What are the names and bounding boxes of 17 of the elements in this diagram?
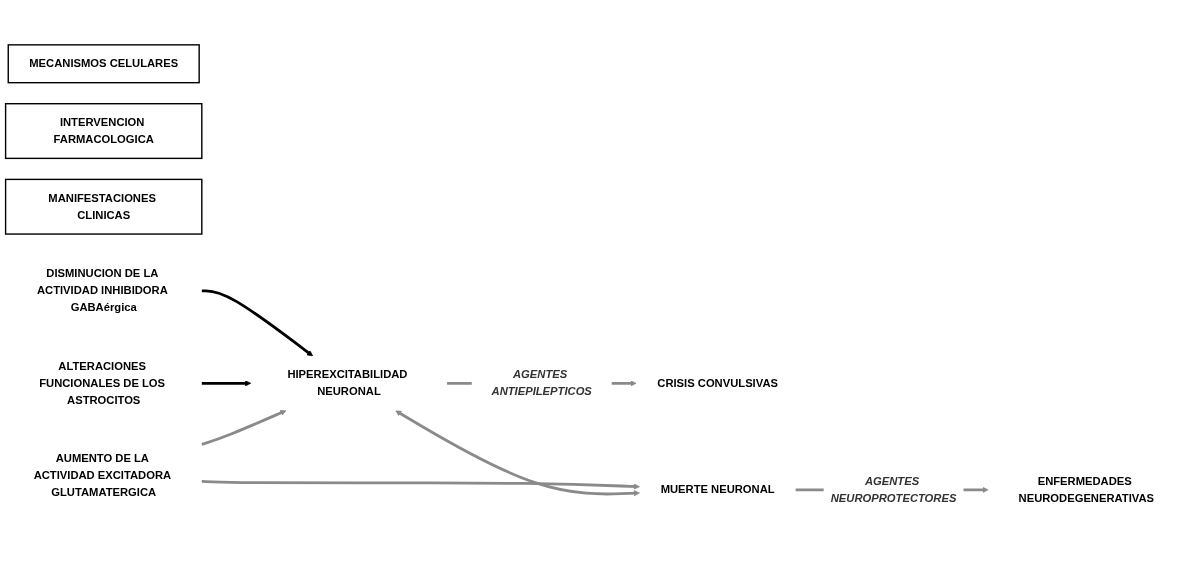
node-box: MANIFESTACIONES CLINICAS <box>4 178 203 235</box>
edge-label: AGENTES NEUROPROTECTORES <box>830 475 957 504</box>
arrow <box>201 410 287 446</box>
arrow <box>395 410 640 497</box>
edge-label: AGENTES ANTIEPILEPTICOS <box>491 368 592 398</box>
node-box: INTERVENCION FARMACOLOGICA <box>4 103 203 160</box>
node-text: MUERTE NEURONAL <box>660 483 775 496</box>
node-text: ENFERMEDADES NEURODEGENERATIVAS <box>1018 475 1154 504</box>
arrow <box>201 289 313 357</box>
node-text: AUMENTO DE LA ACTIVIDAD EXCITADORA GLUTAMATERGICA <box>33 452 171 499</box>
node-text: CRISIS CONVULSIVAS <box>657 377 778 389</box>
node-text: HIPEREXCITABILIDAD NEURONAL <box>287 368 408 398</box>
node-box: MECANISMOS CELULARES <box>7 44 200 84</box>
node-text: ALTERACIONES FUNCIONALES DE LOS ASTROCITOS <box>39 360 166 406</box>
arrow <box>201 480 640 490</box>
node-text: DISMINUCION DE LA ACTIVIDAD INHIBIDORA GABAérgica <box>36 267 168 314</box>
arrow <box>201 380 252 387</box>
